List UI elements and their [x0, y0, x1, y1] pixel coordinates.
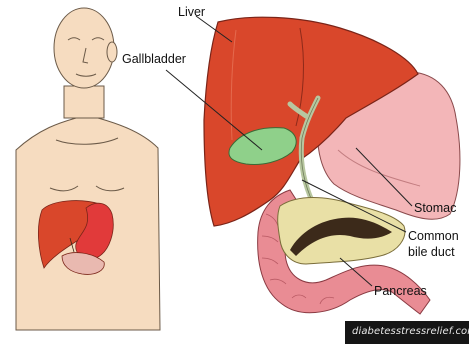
common-bile-duct-label-line-1: Common: [408, 230, 459, 243]
common-bile-duct-label-line-2: bile duct: [408, 246, 455, 259]
pancreas-label: Pancreas: [374, 285, 427, 298]
watermark-text: diabetesstressrelief.com: [352, 326, 469, 337]
watermark-badge: diabetesstressrelief.com: [345, 321, 469, 344]
liver-label: Liver: [178, 6, 205, 19]
neck: [64, 86, 104, 118]
gallbladder-label: Gallbladder: [122, 53, 186, 66]
stomach-label: Stomac: [414, 202, 456, 215]
